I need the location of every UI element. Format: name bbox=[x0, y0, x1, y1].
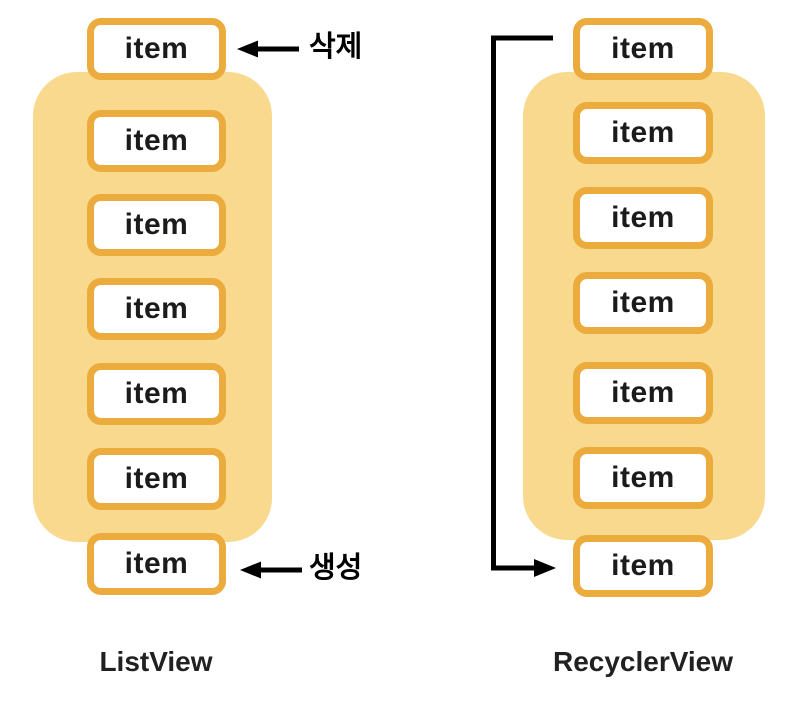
listview-item-box-created: item bbox=[87, 533, 226, 595]
item-label: item bbox=[611, 32, 675, 65]
listview-title: ListView bbox=[99, 646, 213, 677]
item-label: item bbox=[611, 376, 675, 409]
recyclerview-item-box-recycled-to: item bbox=[573, 535, 713, 597]
item-label: item bbox=[611, 549, 675, 582]
delete-arrow-icon bbox=[237, 40, 299, 58]
listview-item-box: item bbox=[87, 110, 226, 172]
item-label: item bbox=[124, 377, 189, 410]
recyclerview-item-box: item bbox=[573, 272, 713, 334]
item-label: item bbox=[124, 292, 189, 325]
item-label: item bbox=[124, 462, 189, 495]
recycle-flow-arrow-icon bbox=[491, 35, 556, 577]
recyclerview-title: RecyclerView bbox=[552, 646, 734, 677]
recyclerview-item-box: item bbox=[573, 102, 713, 164]
item-label: item bbox=[611, 461, 675, 494]
item-label: item bbox=[124, 32, 189, 65]
recyclerview-item-box: item bbox=[573, 447, 713, 509]
listview-item-box: item bbox=[87, 448, 226, 510]
item-label: item bbox=[124, 124, 189, 157]
listview-item-box: item bbox=[87, 278, 226, 340]
recyclerview-item-box: item bbox=[573, 362, 713, 424]
listview-item-box-deleted: item bbox=[87, 18, 226, 80]
item-label: item bbox=[611, 201, 675, 234]
item-label: item bbox=[611, 286, 675, 319]
listview-item-box: item bbox=[87, 363, 226, 425]
item-label: item bbox=[611, 116, 675, 149]
recyclerview-item-box-recycled-from: item bbox=[573, 18, 713, 80]
item-label: item bbox=[124, 208, 189, 241]
create-annotation-label: 생성 bbox=[309, 552, 363, 584]
delete-annotation-label: 삭제 bbox=[309, 31, 363, 63]
recyclerview-item-box: item bbox=[573, 187, 713, 249]
create-arrow-icon bbox=[240, 561, 302, 579]
item-label: item bbox=[124, 547, 189, 580]
listview-item-box: item bbox=[87, 194, 226, 256]
